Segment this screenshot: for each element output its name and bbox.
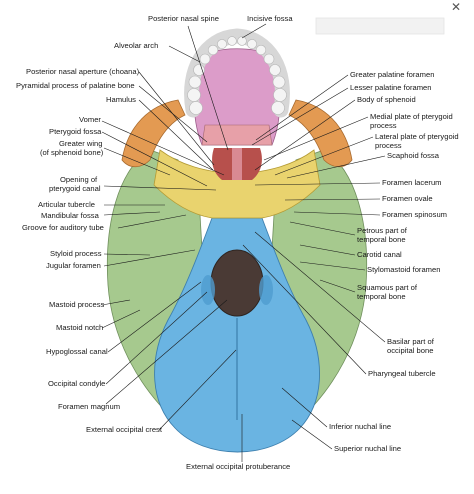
sphenoid-bone — [153, 149, 321, 219]
label-foramen-ovale: Foramen ovale — [382, 194, 433, 203]
label-greater-wing: Greater wing — [59, 139, 102, 148]
leader-lines — [101, 23, 386, 462]
label-external-occipital-protuberance: External occipital protuberance — [186, 462, 290, 471]
label-articular-tubercle: Articular tubercle — [38, 200, 95, 209]
label-occipital-condyle: Occipital condyle — [48, 379, 105, 388]
occipital-condyle-left — [201, 275, 215, 305]
label-alveolar-arch: Alveolar arch — [114, 41, 158, 50]
label-basilar-part: Basilar part of — [387, 337, 435, 346]
label-mastoid-notch: Mastoid notch — [56, 323, 103, 332]
vomer-bone — [232, 148, 242, 180]
label-basilar-part-sub: occipital bone — [387, 346, 433, 355]
label-petrous-part: Petrous part of — [357, 226, 408, 235]
label-medial-plate-sub: process — [370, 121, 397, 130]
label-groove-auditory: Groove for auditory tube — [22, 223, 104, 232]
close-icon[interactable]: ✕ — [451, 0, 461, 14]
label-hypoglossal-canal: Hypoglossal canal — [46, 347, 108, 356]
label-posterior-nasal-aperture: Posterior nasal aperture (choana) — [26, 67, 140, 76]
label-jugular-foramen: Jugular foramen — [46, 261, 101, 270]
label-incisive-fossa: Incisive fossa — [247, 14, 293, 23]
label-stylomastoid-foramen: Stylomastoid foramen — [367, 265, 440, 274]
label-vomer: Vomer — [79, 115, 101, 124]
label-lesser-palatine-foramen: Lesser palatine foramen — [350, 83, 431, 92]
label-posterior-nasal-spine: Posterior nasal spine — [148, 14, 219, 23]
label-mastoid-process: Mastoid process — [49, 300, 104, 309]
label-opening-pterygoid: Opening of — [60, 175, 98, 184]
label-pyramidal-process: Pyramidal process of palatine bone — [16, 81, 135, 90]
label-styloid-process: Styloid process — [50, 249, 102, 258]
label-pterygoid-fossa: Pterygoid fossa — [49, 127, 102, 136]
palatine-bone — [201, 124, 273, 146]
label-scaphoid-fossa: Scaphoid fossa — [387, 151, 440, 160]
teeth-row — [187, 36, 287, 115]
occipital-condyle-right — [259, 275, 273, 305]
label-squamous-part-sub: temporal bone — [357, 292, 406, 301]
label-foramen-lacerum: Foramen lacerum — [382, 178, 442, 187]
label-pharyngeal-tubercle: Pharyngeal tubercle — [368, 369, 436, 378]
blank-label-box — [315, 17, 445, 35]
label-greater-wing-sub: (of sphenoid bone) — [40, 148, 104, 157]
label-lateral-plate: Lateral plate of pterygoid — [375, 132, 459, 141]
label-foramen-magnum: Foramen magnum — [58, 402, 120, 411]
label-foramen-spinosum: Foramen spinosum — [382, 210, 447, 219]
label-greater-palatine-foramen: Greater palatine foramen — [350, 70, 434, 79]
label-lateral-plate-sub: process — [375, 141, 402, 150]
label-mandibular-fossa: Mandibular fossa — [41, 211, 100, 220]
foramen-magnum-hole — [210, 249, 264, 317]
choana-right — [242, 148, 262, 180]
label-squamous-part: Squamous part of — [357, 283, 418, 292]
label-inferior-nuchal-line: Inferior nuchal line — [329, 422, 391, 431]
label-opening-pterygoid-sub: pterygoid canal — [49, 184, 101, 193]
label-hamulus: Hamulus — [106, 95, 136, 104]
label-external-occipital-crest: External occipital crest — [86, 425, 163, 434]
label-petrous-part-sub: temporal bone — [357, 235, 406, 244]
label-body-of-sphenoid: Body of sphenoid — [357, 95, 416, 104]
label-medial-plate: Medial plate of pterygoid — [370, 112, 453, 121]
label-carotid-canal: Carotid canal — [357, 250, 402, 259]
label-superior-nuchal-line: Superior nuchal line — [334, 444, 401, 453]
zygomatic-arch-right — [288, 99, 353, 168]
